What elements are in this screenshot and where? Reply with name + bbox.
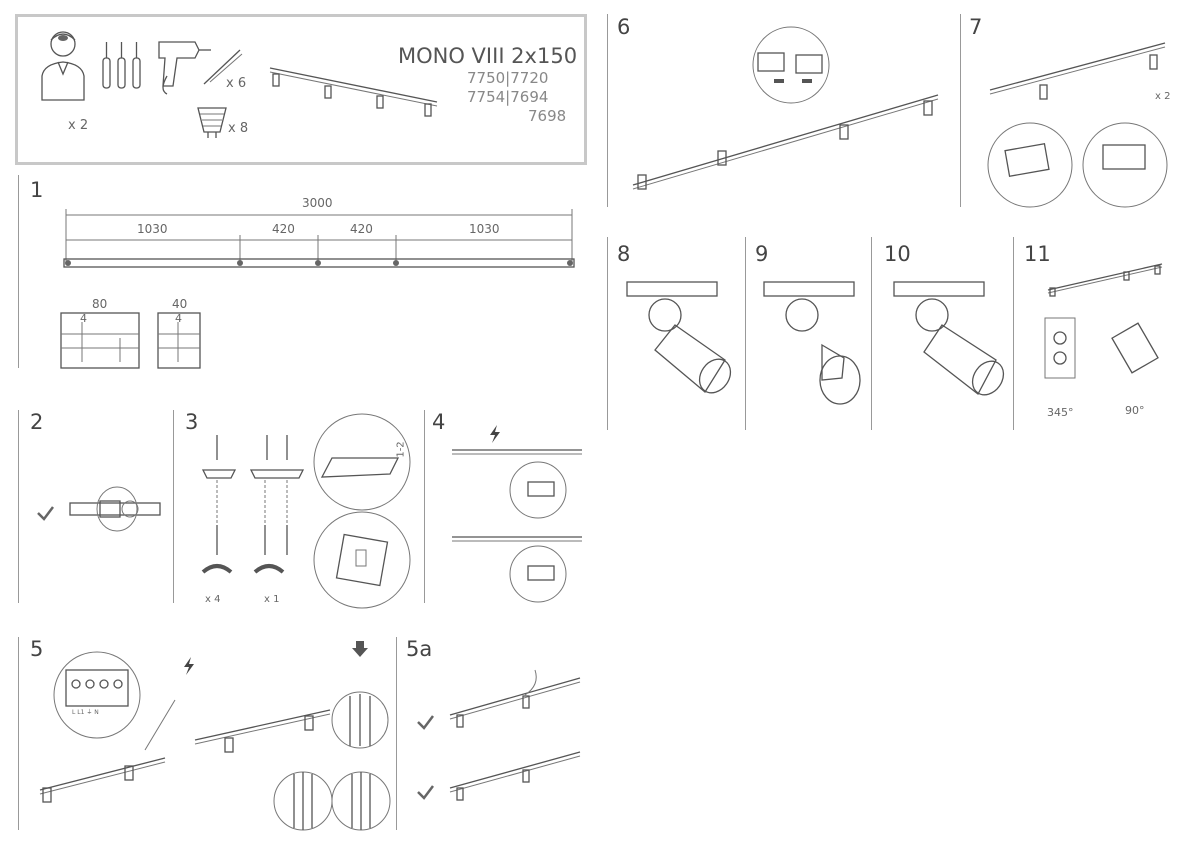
step-3-number: 3 bbox=[185, 410, 199, 434]
step-5-rail-assembly bbox=[39, 699, 331, 803]
step-9-divider bbox=[745, 237, 746, 430]
step-5a-option-2 bbox=[417, 751, 581, 801]
detail-b-width: 40 bbox=[172, 297, 188, 311]
step-4-number: 4 bbox=[432, 410, 446, 434]
detail-b-section bbox=[157, 312, 201, 369]
step-2-connector bbox=[37, 486, 161, 532]
step-5-divider bbox=[18, 637, 19, 830]
dim-segment-d: 1030 bbox=[469, 222, 500, 236]
step-3-divider bbox=[173, 410, 174, 603]
step-2-divider bbox=[18, 410, 19, 603]
product-name: MONO VIII 2x150 bbox=[398, 44, 578, 68]
step-9-number: 9 bbox=[755, 242, 769, 266]
detail-a-depth: 4 bbox=[80, 312, 87, 325]
terminal-labels: L L1 ⏚ N bbox=[72, 709, 99, 716]
dim-total: 3000 bbox=[302, 196, 333, 210]
step-5-terminal-detail bbox=[53, 651, 141, 739]
step-7-qty: x 2 bbox=[1155, 91, 1171, 102]
step-10-divider bbox=[871, 237, 872, 430]
screwdrivers-icon bbox=[102, 42, 141, 89]
rotation-angle: 345° bbox=[1047, 406, 1074, 419]
step-5a-divider bbox=[396, 637, 397, 830]
step-1-number: 1 bbox=[30, 178, 44, 202]
bulbs-count: x 8 bbox=[228, 121, 249, 136]
dim-segment-b: 420 bbox=[272, 222, 295, 236]
tilt-angle: 90° bbox=[1125, 404, 1145, 417]
step-4-wiring bbox=[452, 449, 582, 603]
dim-segment-a: 1030 bbox=[137, 222, 168, 236]
step-6-rail-join bbox=[632, 26, 939, 190]
step-6-divider bbox=[607, 14, 608, 207]
step-9-bulb-insert bbox=[763, 281, 861, 405]
step-8-number: 8 bbox=[617, 242, 631, 266]
step-5-number: 5 bbox=[30, 637, 44, 661]
step-5a-number: 5a bbox=[406, 637, 433, 661]
arrow-down-icon bbox=[352, 641, 368, 657]
step-3-clip-detail-top bbox=[313, 413, 411, 511]
product-codes-line-3: 7698 bbox=[528, 107, 567, 125]
product-rail-sketch bbox=[269, 67, 438, 117]
step-7-divider bbox=[960, 14, 961, 207]
step-11-adjustment bbox=[1044, 263, 1163, 379]
step-3-gap: 1-2 bbox=[395, 441, 407, 458]
lightning-icon bbox=[490, 425, 500, 443]
product-codes-line-1: 7750|7720 bbox=[467, 69, 549, 87]
step-3-clip-detail-bottom bbox=[313, 511, 411, 609]
wall-anchor-icon bbox=[203, 49, 243, 85]
step-10-spot-head bbox=[893, 281, 1005, 396]
step-6-number: 6 bbox=[617, 15, 631, 39]
installer-icon bbox=[41, 31, 85, 101]
step-11-number: 11 bbox=[1024, 242, 1051, 266]
step-8-spot-head bbox=[626, 281, 732, 394]
step-3-mounting bbox=[201, 435, 305, 574]
bulb-icon bbox=[197, 107, 227, 138]
step-5-connector-detail bbox=[331, 691, 389, 749]
step-3-qty-b: x 1 bbox=[264, 594, 280, 605]
step-5a-option-1 bbox=[417, 669, 581, 730]
installers-count: x 2 bbox=[68, 118, 89, 133]
step-5-wire-detail-right bbox=[331, 771, 391, 831]
step-3-qty-a: x 4 bbox=[205, 594, 221, 605]
step-1-divider bbox=[18, 175, 19, 368]
step-7-number: 7 bbox=[969, 15, 983, 39]
step-2-number: 2 bbox=[30, 410, 44, 434]
detail-a-section bbox=[60, 312, 140, 369]
product-codes-line-2: 7754|7694 bbox=[467, 88, 549, 106]
dim-segment-c: 420 bbox=[350, 222, 373, 236]
step-10-number: 10 bbox=[884, 242, 911, 266]
step-1-dimension-drawing bbox=[63, 209, 575, 268]
step-4-divider bbox=[424, 410, 425, 603]
header-box bbox=[15, 14, 587, 165]
step-5-wire-detail-left bbox=[273, 771, 333, 831]
lightning-icon bbox=[184, 657, 194, 675]
detail-b-depth: 4 bbox=[175, 312, 182, 325]
drill-icon bbox=[158, 41, 211, 95]
step-8-divider bbox=[607, 237, 608, 430]
detail-a-width: 80 bbox=[92, 297, 108, 311]
anchors-count: x 6 bbox=[226, 76, 247, 91]
step-11-divider bbox=[1013, 237, 1014, 430]
step-7-rail-clip bbox=[987, 42, 1168, 208]
